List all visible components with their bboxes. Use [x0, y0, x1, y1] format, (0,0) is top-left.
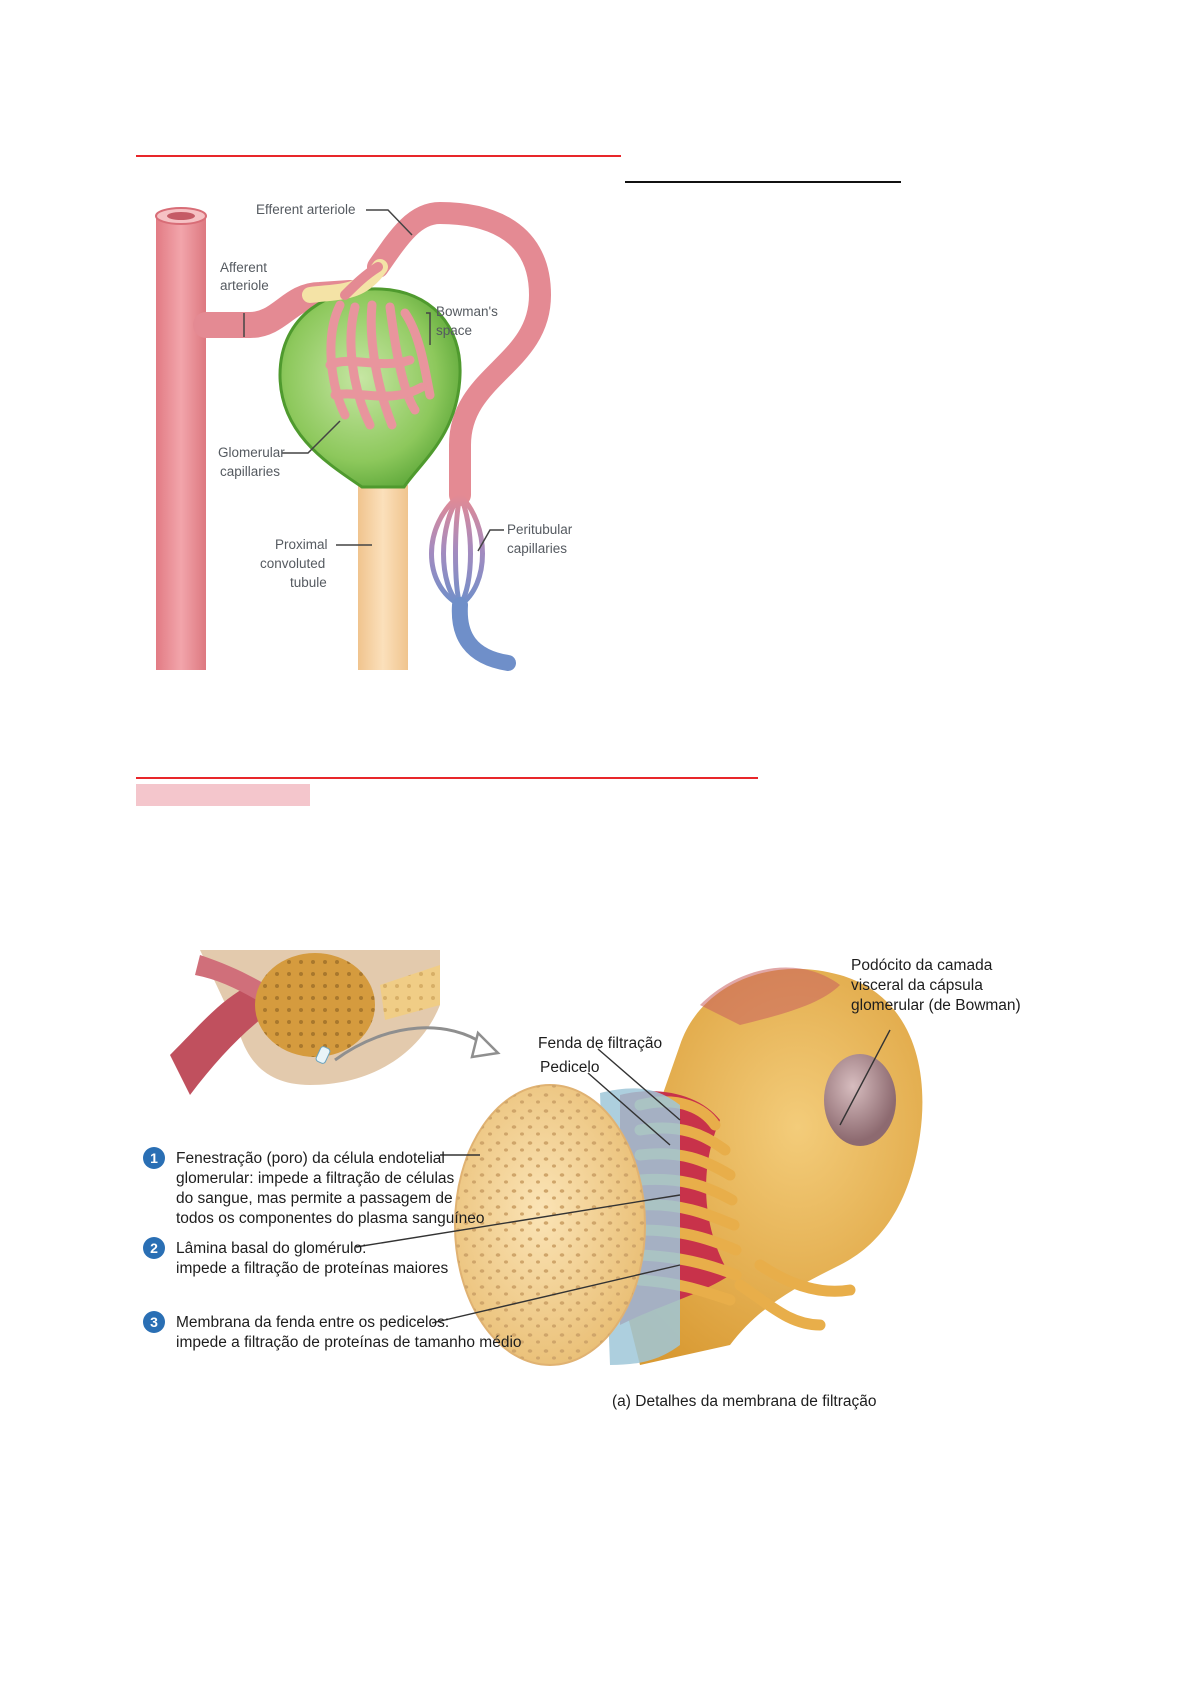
badge-3: 3 [143, 1311, 165, 1333]
leader-lines-2 [355, 1029, 891, 1324]
badge-2: 2 [143, 1237, 165, 1259]
label-peritubular-line2: capillaries [507, 541, 567, 556]
label-efferent-arteriole: Efferent arteriole [256, 202, 356, 217]
vein [451, 597, 516, 671]
red-underline-1 [136, 155, 621, 157]
label-peritubular-line1: Peritubular [507, 522, 573, 537]
label-glomerular-capillaries-line1: Glomerular [218, 445, 285, 460]
label-fenda: Fenda de filtração [538, 1035, 662, 1052]
red-underline-2 [136, 777, 758, 779]
nephron-diagram: Efferent arteriole Afferent arteriole Bo… [155, 201, 573, 671]
label-bowmans-space-line2: space [436, 323, 472, 338]
label-pedicelo: Pedicelo [540, 1059, 599, 1076]
leader-lines [243, 209, 504, 552]
label-bowmans-space-line1: Bowman's [436, 304, 498, 319]
label-glomerular-capillaries-line2: capillaries [220, 464, 280, 479]
artery [156, 215, 206, 670]
item3-line2: impede a filtração de proteínas de taman… [176, 1334, 522, 1351]
label-proximal-line2: convoluted [260, 556, 325, 571]
pink-highlight-bar [136, 784, 310, 806]
badge-1: 1 [143, 1147, 165, 1169]
item1-line1: Fenestração (poro) da célula endotelial [176, 1150, 445, 1167]
label-podocito-line1: Podócito da camada [851, 957, 993, 974]
proximal-tubule [358, 485, 408, 670]
black-underline [625, 181, 901, 183]
svg-text:1: 1 [150, 1150, 158, 1166]
svg-text:2: 2 [150, 1240, 158, 1256]
podocyte-nucleus [824, 1054, 896, 1146]
peritubular-capillaries [429, 493, 485, 608]
label-afferent-arteriole-line2: arteriole [220, 278, 269, 293]
item2-line1: Lâmina basal do glomérulo: [176, 1240, 366, 1257]
endothelial-cell [454, 1084, 646, 1366]
item1-line4: todos os componentes do plasma sanguíneo [176, 1210, 485, 1227]
efferent-arteriole-vessel [367, 201, 552, 506]
figure-caption: (a) Detalhes da membrana de filtração [612, 1393, 877, 1410]
item1-line2: glomerular: impede a filtração de célula… [176, 1170, 455, 1187]
item2-line2: impede a filtração de proteínas maiores [176, 1260, 449, 1277]
item1-line3: do sangue, mas permite a passagem de [176, 1190, 453, 1207]
filtration-membrane-diagram: 1 2 3 Fenestração (poro) da célula endot… [143, 950, 1021, 1410]
label-podocito-line2: visceral da cápsula [851, 977, 983, 994]
item3-line1: Membrana da fenda entre os pedicelos: [176, 1314, 449, 1331]
svg-text:3: 3 [150, 1314, 158, 1330]
glomerulus-inset [170, 950, 440, 1095]
label-afferent-arteriole-line1: Afferent [220, 260, 267, 275]
zoom-arrow [334, 1026, 486, 1062]
label-podocito-line3: glomerular (de Bowman) [851, 997, 1021, 1014]
glomerular-capillaries [325, 300, 435, 430]
label-proximal-line1: Proximal [275, 537, 328, 552]
label-proximal-line3: tubule [290, 575, 327, 590]
